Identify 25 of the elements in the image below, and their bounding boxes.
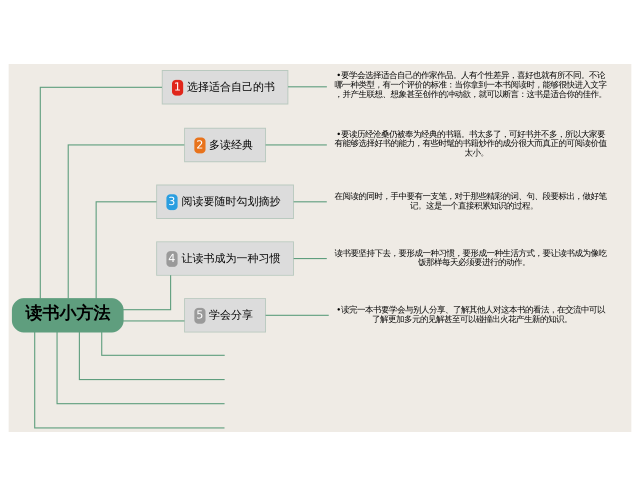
connector — [294, 257, 327, 259]
node-text: •要学会选择适合自己的作家作品。人有个性差异，喜好也就有所不同。不论哪一种类型，有一个评价的标准：当你拿到一本书阅读时，能够很快进入文字，并产生联想、想象甚至创作的冲动欲，就可以断言：这书是适合你的佳作。 — [334, 70, 606, 98]
node-text: •读完一本书要学会与别人分享、了解其他人对这本书的看法，在交流中可以了解更加多元的见解甚至可以碰撞出火花产生新的知识。 — [336, 304, 606, 324]
node-box: 5 学会分享 — [184, 298, 266, 332]
connector — [123, 274, 172, 310]
connector — [101, 332, 225, 356]
connector — [123, 320, 184, 321]
connector — [96, 200, 156, 298]
connector — [34, 332, 224, 428]
connector — [266, 314, 329, 316]
node-text: •要读历经沧桑仍被奉为经典的书籍。书太多了，可好书并不多，所以大家要有能够选择好书的能力，有些时髦的书籍炒作的成分很大而真正的可阅读价值太小。 — [334, 128, 606, 157]
connector — [294, 200, 327, 202]
connector — [68, 144, 184, 298]
node-box: 读书小方法 — [12, 298, 124, 332]
connector — [266, 144, 327, 146]
node-box: 3 阅读要随时勾划摘抄 — [156, 184, 294, 218]
connector — [56, 332, 225, 404]
node-text: 在阅读的同时，手中要有一支笔，对于那些精彩的词、句、段要标出，做好笔记。这是一个直接积累知识的过程。 — [334, 190, 606, 210]
node-box: 4 让读书成为一种习惯 — [156, 240, 294, 276]
node-text: 读书要坚持下去，要形成一种习惯，要形成一种生活方式，要让读书成为像吃饭那样每天必须要进行的动作。 — [334, 247, 606, 267]
connector — [288, 86, 327, 87]
node-box: 2 多读经典 — [184, 127, 266, 162]
connector — [40, 86, 162, 298]
connector — [78, 332, 225, 380]
node-box: 1 选择适合自己的书 — [162, 70, 288, 104]
